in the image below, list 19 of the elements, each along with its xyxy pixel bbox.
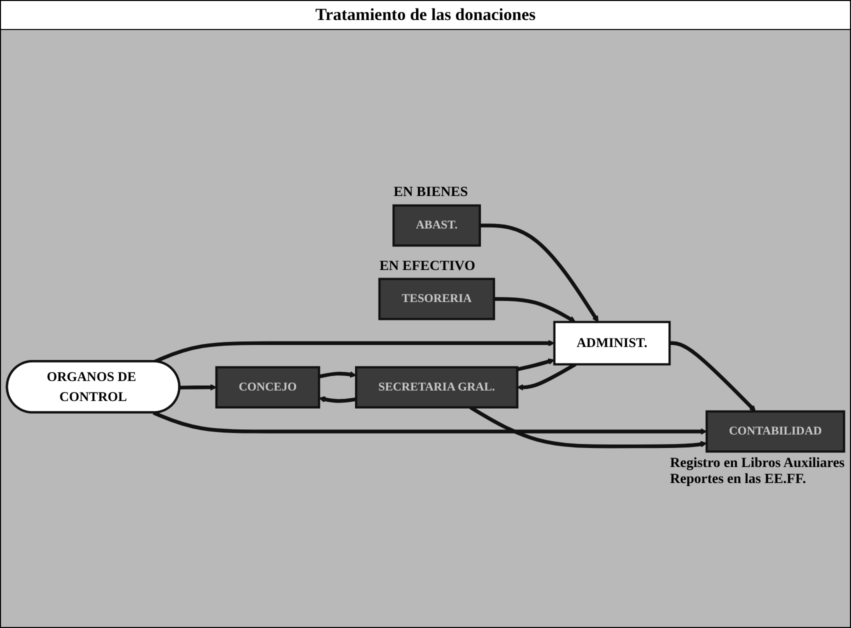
arrow <box>516 358 555 372</box>
arrow <box>480 224 599 322</box>
arrow <box>180 384 217 391</box>
node-box: CONTABILIDAD <box>706 410 846 453</box>
node-box: CONCEJO <box>215 366 320 408</box>
arrow <box>318 396 356 403</box>
node-caption: EN BIENES <box>394 185 468 202</box>
node-box: ADMINIST. <box>553 320 671 366</box>
node-caption: Reportes en las EE.FF. <box>670 472 807 490</box>
arrow <box>318 371 356 378</box>
arrow <box>494 297 576 322</box>
node-box: ABAST. <box>392 204 481 247</box>
arrow <box>152 411 707 435</box>
node-box: SECRETARIA GRAL. <box>355 366 518 408</box>
arrow <box>154 340 555 364</box>
node-caption: EN EFECTIVO <box>379 258 476 276</box>
node-box: TESORERIA <box>378 278 496 320</box>
node-caption: Registro en Libros Auxiliares <box>670 456 845 472</box>
arrow <box>670 341 756 412</box>
